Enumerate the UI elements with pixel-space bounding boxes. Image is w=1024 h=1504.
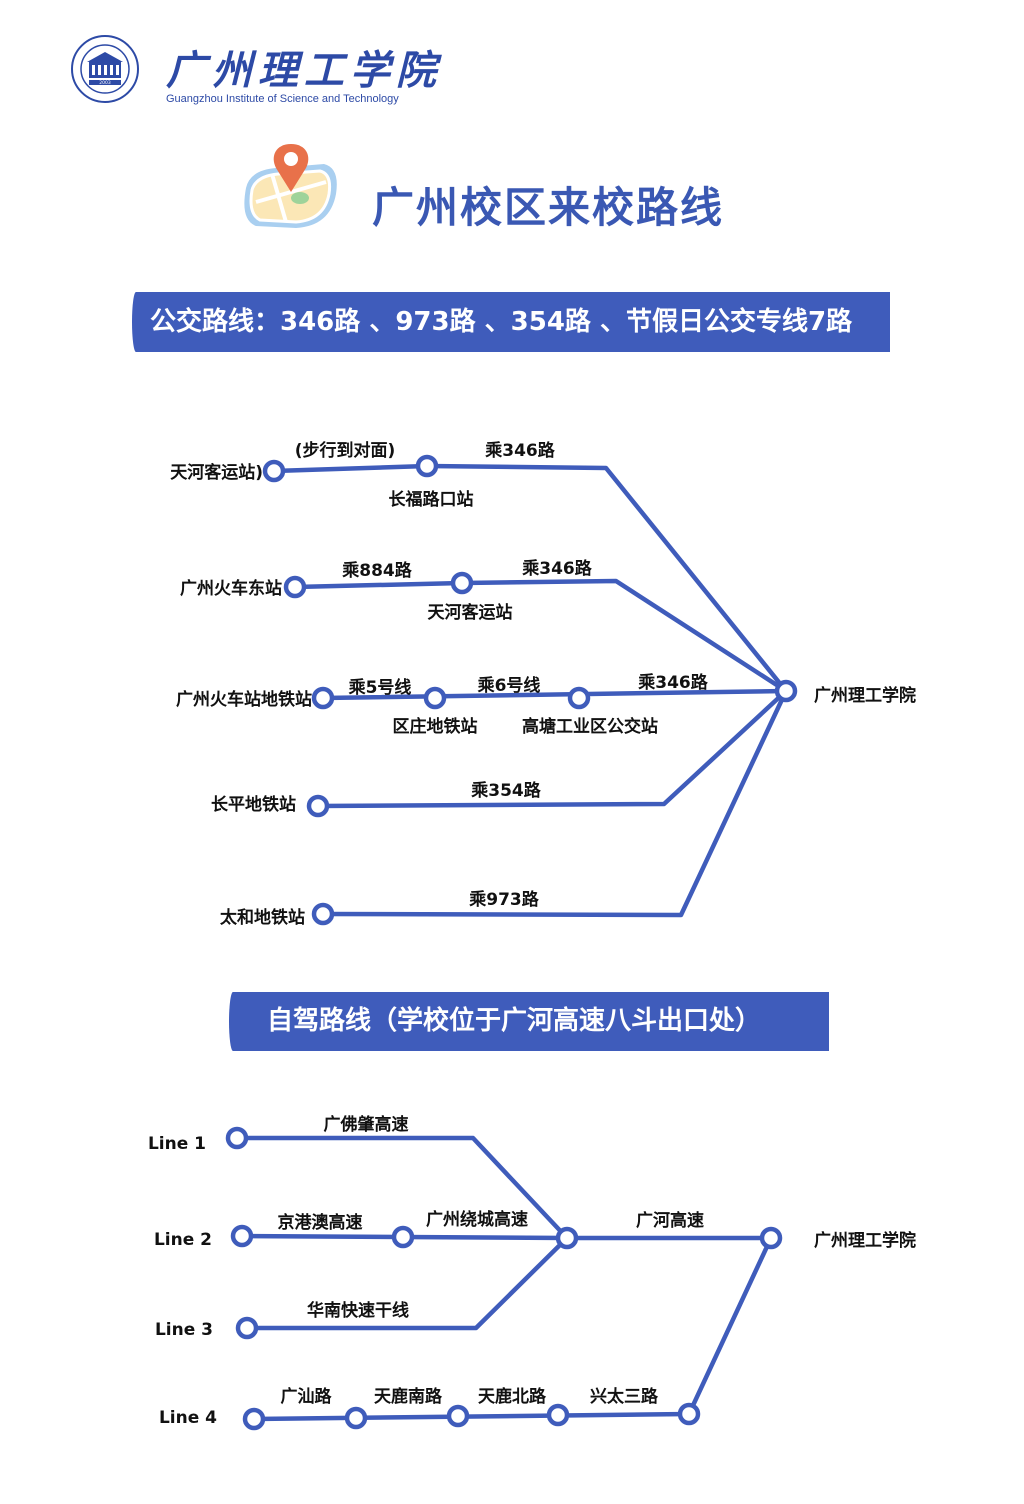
bus-route-labels: 天河客运站) (步行到对面) 乘346路 长福路口站 广州火车东站 乘884路 … [170, 440, 916, 928]
node-line-4-stop-2 [446, 1404, 470, 1428]
school-name-en: Guangzhou Institute of Science and Techn… [166, 93, 399, 105]
drive-destination: 广州理工学院 [814, 1230, 916, 1251]
bus-route-3-stop-2: 高塘工业区公交站 [522, 716, 658, 737]
node-school-drive-dest [759, 1226, 783, 1250]
bus-route-2-stop-1: 天河客运站 [428, 602, 513, 623]
drive-line-4-seg-3: 天鹿北路 [478, 1386, 547, 1407]
bus-route-5-line [320, 688, 789, 918]
bus-route-3-seg-3: 乘346路 [637, 672, 708, 693]
school-name-cn: 广州理工学院 [166, 47, 442, 94]
bus-route-4-start: 长平地铁站 [211, 794, 296, 815]
bus-route-3-seg-1: 乘5号线 [348, 677, 412, 698]
map-pin-icon [244, 144, 337, 228]
node-tianhe-bus-station [262, 459, 286, 483]
node-guangzhou-east [283, 575, 307, 599]
node-line-1-start [225, 1126, 249, 1150]
bus-routes-banner: 公交路线：346路 、973路 、354路 、节假日公交专线7路 [132, 292, 890, 352]
drive-line-3-seg-1: 华南快速干线 [307, 1300, 409, 1321]
bus-route-3-seg-2: 乘6号线 [477, 675, 541, 696]
node-drive-merge [555, 1226, 579, 1250]
guanghe-expressway-label: 广河高速 [636, 1210, 704, 1231]
bus-route-2-line [292, 578, 789, 694]
drive-line-4-seg-1: 广汕路 [281, 1386, 333, 1407]
drive-routes-banner: 自驾路线（学校位于广河高速八斗出口处） [229, 992, 829, 1051]
drive-line-1-seg-1: 广佛肇高速 [324, 1114, 409, 1135]
bus-route-2-seg-1: 乘884路 [341, 560, 412, 581]
drive-line-3-path [244, 1235, 570, 1331]
node-line-4-stop-4 [677, 1402, 701, 1426]
bus-route-4-seg-1: 乘354路 [470, 780, 541, 801]
node-gaotang-stop [567, 686, 591, 710]
bus-route-1-start: 天河客运站) [170, 462, 263, 483]
page-title: 广州校区来校路线 [372, 183, 725, 232]
bus-route-4-line [315, 688, 789, 809]
node-line-4-stop-1 [344, 1406, 368, 1430]
bus-route-3-start: 广州火车站地铁站 [176, 689, 312, 710]
node-line-2-junction [391, 1225, 415, 1249]
bus-route-1-stop-1: 长福路口站 [389, 489, 474, 510]
node-line-3-start [235, 1316, 259, 1340]
drive-line-2-seg-2: 广州绕城高速 [426, 1209, 528, 1230]
drive-line-2-name: Line 2 [154, 1230, 212, 1250]
bus-destination: 广州理工学院 [814, 685, 916, 706]
bus-route-3-stop-1: 区庄地铁站 [393, 716, 478, 737]
drive-line-4-name: Line 4 [159, 1408, 217, 1428]
drive-line-3-name: Line 3 [155, 1320, 213, 1340]
node-line-4-start [242, 1407, 266, 1431]
drive-line-2-seg-1: 京港澳高速 [278, 1212, 363, 1233]
node-changping-metro [306, 794, 330, 818]
node-ouzhuang-metro [423, 686, 447, 710]
drive-route-lines [234, 1135, 774, 1422]
bus-route-2-start: 广州火车东站 [180, 578, 282, 599]
bus-route-2-seg-2: 乘346路 [521, 558, 592, 579]
node-line-2-start [230, 1224, 254, 1248]
drive-line-4-seg-4: 兴太三路 [590, 1386, 659, 1407]
node-tianhe-bus-station-2 [450, 571, 474, 595]
seal-year: 2003 [99, 80, 111, 86]
bus-route-1-line [271, 463, 789, 694]
drive-line-1-path [234, 1135, 570, 1241]
drive-route-nodes [225, 1126, 783, 1431]
node-changfu-stop [415, 454, 439, 478]
node-school-bus-dest [774, 679, 798, 703]
bus-route-3-line [320, 688, 789, 701]
drive-line-1-name: Line 1 [148, 1134, 206, 1154]
bus-route-nodes [262, 454, 798, 926]
bus-route-lines [271, 463, 789, 918]
school-logo-seal: 2003 [71, 35, 139, 103]
drive-route-labels: Line 1 广佛肇高速 Line 2 京港澳高速 广州绕城高速 Line 3 … [148, 1114, 916, 1428]
bus-route-5-start: 太和地铁站 [220, 907, 305, 928]
node-guangzhou-station-metro [311, 686, 335, 710]
bus-route-5-seg-1: 乘973路 [468, 889, 539, 910]
bus-route-1-seg-1: (步行到对面) [295, 440, 396, 461]
bus-route-1-seg-2: 乘346路 [484, 440, 555, 461]
node-taihe-metro [311, 902, 335, 926]
node-line-4-stop-3 [546, 1403, 570, 1427]
drive-line-4-seg-2: 天鹿南路 [374, 1386, 443, 1407]
